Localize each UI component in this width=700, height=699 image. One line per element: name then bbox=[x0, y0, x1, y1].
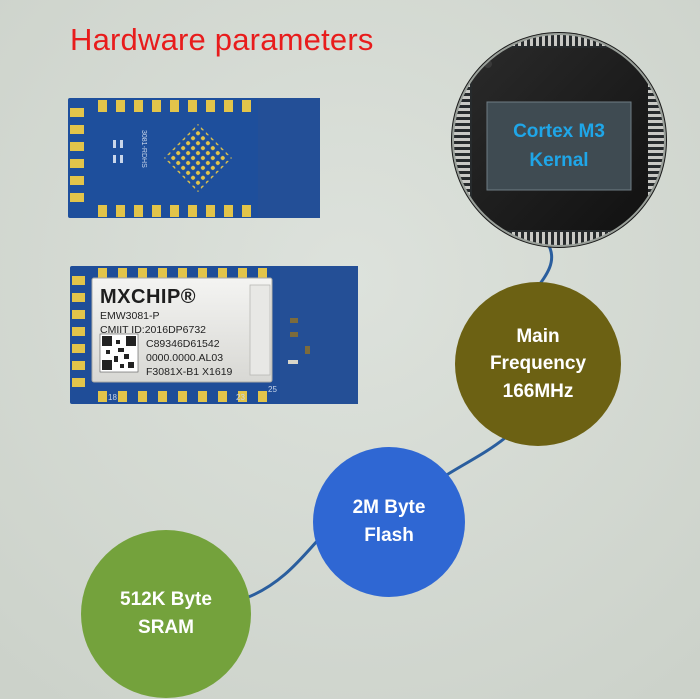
flash-line2: Flash bbox=[364, 525, 414, 546]
module-model: EMW3081-P bbox=[100, 310, 160, 322]
cpu-label: Cortex M3 Kernal bbox=[487, 102, 631, 190]
cpu-label-line2: Kernal bbox=[529, 150, 589, 171]
module-code1: C89346D61542 bbox=[146, 338, 220, 350]
module-cmiit: CMIIT ID:2016DP6732 bbox=[100, 324, 206, 336]
sram-line1: 512K Byte bbox=[120, 589, 212, 611]
pin-label-b: 23 bbox=[236, 393, 245, 402]
qr-code-icon bbox=[99, 333, 139, 373]
module-code3: F3081X-B1 X1619 bbox=[146, 366, 233, 378]
pin-label-c: 25 bbox=[268, 385, 277, 394]
module-code2: 0000.0000.AL03 bbox=[146, 352, 223, 364]
flash-bubble: 2M Byte Flash bbox=[313, 447, 465, 597]
cpu-chip-photo bbox=[451, 32, 667, 248]
back-silkscreen: 3081-RDHS bbox=[140, 130, 147, 168]
module-back: 3081-RDHS bbox=[68, 98, 320, 218]
sram-line2: SRAM bbox=[138, 617, 194, 638]
frequency-bubble: Main Frequency 166MHz bbox=[455, 282, 621, 446]
frequency-line1: Main bbox=[516, 325, 560, 347]
flash-line1: 2M Byte bbox=[352, 497, 426, 519]
pin-label-a: 18 bbox=[108, 393, 117, 402]
module-front: MXCHIP® EMW3081-P CMIIT ID:2016DP6732 C8… bbox=[70, 266, 358, 404]
module-brand: MXCHIP® bbox=[100, 286, 196, 308]
sram-bubble: 512K Byte SRAM bbox=[81, 530, 251, 698]
page-title: Hardware parameters bbox=[70, 22, 374, 57]
cpu-label-line1: Cortex M3 bbox=[513, 120, 605, 142]
frequency-line3: 166MHz bbox=[502, 380, 574, 402]
frequency-line2: Frequency bbox=[489, 353, 587, 375]
